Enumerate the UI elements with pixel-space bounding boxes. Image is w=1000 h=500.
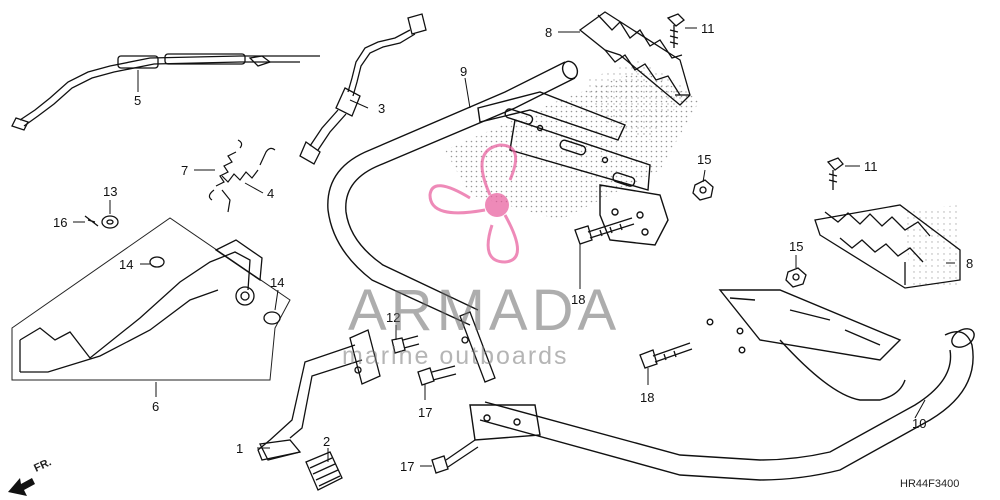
spring-part-7 — [208, 139, 243, 201]
front-indicator-label: FR. — [32, 456, 53, 474]
bolt-part-12 — [391, 335, 420, 354]
callout-18-upper: 18 — [571, 292, 585, 307]
nut-part-15 — [692, 179, 807, 288]
footpeg-part-8-top — [578, 11, 691, 106]
callout-9: 9 — [460, 64, 467, 79]
callout-10: 10 — [912, 416, 926, 431]
callout-11-top: 11 — [701, 21, 715, 36]
spring-part-4 — [221, 147, 276, 213]
callout-18-lower: 18 — [640, 390, 654, 405]
callout-13: 13 — [103, 184, 117, 199]
frame-tube-part-10 — [469, 289, 975, 481]
bolt-part-18 — [574, 217, 693, 369]
frame-tube-part-9 — [327, 60, 669, 326]
callout-11-right: 11 — [864, 159, 878, 174]
brake-pedal-part-1 — [257, 311, 496, 461]
callout-1: 1 — [236, 441, 243, 456]
front-indicator: FR. — [8, 456, 53, 496]
pedal-rubber-part-2 — [305, 451, 343, 491]
callout-17-lower: 17 — [400, 459, 414, 474]
pin-part-16 — [84, 215, 99, 227]
propeller-logo-icon — [428, 143, 519, 264]
callout-7: 7 — [181, 163, 188, 178]
watermark: ARMADA marine outboards — [342, 143, 620, 370]
bolt-part-11 — [666, 13, 844, 190]
footpeg-part-8-right — [814, 204, 961, 289]
callout-17-upper: 17 — [418, 405, 432, 420]
leader-lines — [73, 27, 955, 467]
callout-14-left: 14 — [119, 257, 133, 272]
callout-numbers: 1 2 3 4 5 6 7 8 8 9 10 11 11 12 13 14 14… — [53, 21, 973, 474]
callout-2: 2 — [323, 434, 330, 449]
callout-16: 16 — [53, 215, 67, 230]
callout-8-right: 8 — [966, 256, 973, 271]
bolt-part-17 — [417, 365, 479, 474]
callout-12: 12 — [386, 310, 400, 325]
callout-15-right: 15 — [789, 239, 803, 254]
washer-part-13 — [101, 215, 119, 229]
cable-part-5 — [11, 53, 320, 131]
callout-6: 6 — [152, 399, 159, 414]
callout-15-top: 15 — [697, 152, 711, 167]
callout-4: 4 — [267, 186, 274, 201]
callout-3: 3 — [378, 101, 385, 116]
pedal-assembly-part-6 — [11, 217, 291, 381]
callout-14-right: 14 — [270, 275, 284, 290]
switch-part-3 — [299, 13, 427, 165]
callout-5: 5 — [134, 93, 141, 108]
front-arrow-icon — [8, 478, 35, 496]
callout-8-top: 8 — [545, 25, 552, 40]
diagram-code: HR44F3400 — [900, 478, 959, 490]
watermark-tagline: marine outboards — [342, 342, 569, 370]
watermark-brand: ARMADA — [348, 278, 620, 343]
shading — [445, 60, 960, 285]
